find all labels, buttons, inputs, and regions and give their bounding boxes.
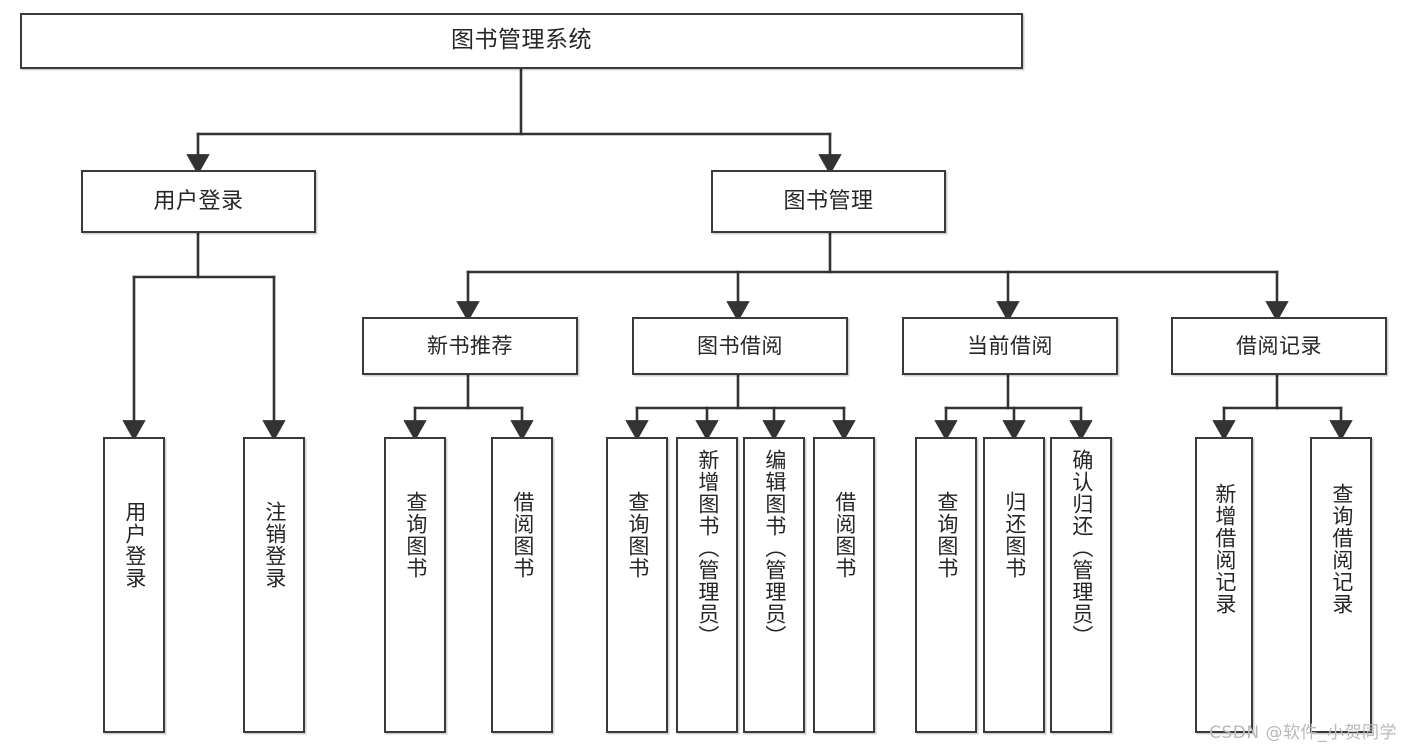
node-label: 新增图书（管理员）: [695, 449, 720, 647]
node-book-borrow[interactable]: 图书借阅: [632, 317, 848, 375]
node-label: 查询图书: [934, 491, 959, 579]
node-current-borrow[interactable]: 当前借阅: [902, 317, 1118, 375]
node-book-management[interactable]: 图书管理: [711, 170, 946, 233]
node-new-book-recommend[interactable]: 新书推荐: [362, 317, 578, 375]
node-leaf-query-book-current[interactable]: 查询图书: [915, 437, 977, 733]
node-label: 借阅图书: [832, 491, 857, 579]
node-leaf-return-book[interactable]: 归还图书: [983, 437, 1045, 733]
node-label: 新书推荐: [427, 333, 513, 358]
node-label: 确认归还（管理员）: [1069, 449, 1094, 647]
node-label: 新增借阅记录: [1212, 483, 1237, 615]
node-label: 用户登录: [153, 188, 244, 214]
node-user-login[interactable]: 用户登录: [81, 170, 316, 233]
node-label: 当前借阅: [967, 333, 1053, 358]
node-leaf-add-borrow-record[interactable]: 新增借阅记录: [1195, 437, 1253, 733]
node-leaf-confirm-return[interactable]: 确认归还（管理员）: [1050, 437, 1112, 733]
node-label: 查询图书: [625, 491, 650, 579]
node-leaf-add-book[interactable]: 新增图书（管理员）: [676, 437, 738, 733]
node-leaf-borrow-book-recommend[interactable]: 借阅图书: [491, 437, 553, 733]
node-label: 借阅图书: [510, 491, 535, 579]
node-borrow-record[interactable]: 借阅记录: [1171, 317, 1387, 375]
node-leaf-logout-login[interactable]: 注销登录: [243, 437, 305, 733]
node-leaf-query-book-recommend[interactable]: 查询图书: [384, 437, 446, 733]
node-leaf-query-borrow-record[interactable]: 查询借阅记录: [1310, 437, 1372, 733]
node-book-management-system[interactable]: 图书管理系统: [20, 13, 1023, 69]
node-leaf-user-login[interactable]: 用户登录: [103, 437, 165, 733]
node-label: 查询图书: [403, 491, 428, 579]
node-label: 图书管理系统: [451, 27, 592, 54]
node-label: 注销登录: [262, 501, 287, 589]
node-label: 归还图书: [1002, 491, 1027, 579]
node-label: 用户登录: [122, 501, 147, 589]
node-label: 编辑图书（管理员）: [762, 449, 787, 647]
node-leaf-borrow-book[interactable]: 借阅图书: [813, 437, 875, 733]
node-label: 借阅记录: [1236, 333, 1322, 358]
node-label: 图书借阅: [697, 333, 783, 358]
node-label: 图书管理: [783, 188, 874, 214]
node-leaf-query-book-borrow[interactable]: 查询图书: [606, 437, 668, 733]
node-label: 查询借阅记录: [1329, 483, 1354, 615]
node-leaf-edit-book[interactable]: 编辑图书（管理员）: [743, 437, 805, 733]
